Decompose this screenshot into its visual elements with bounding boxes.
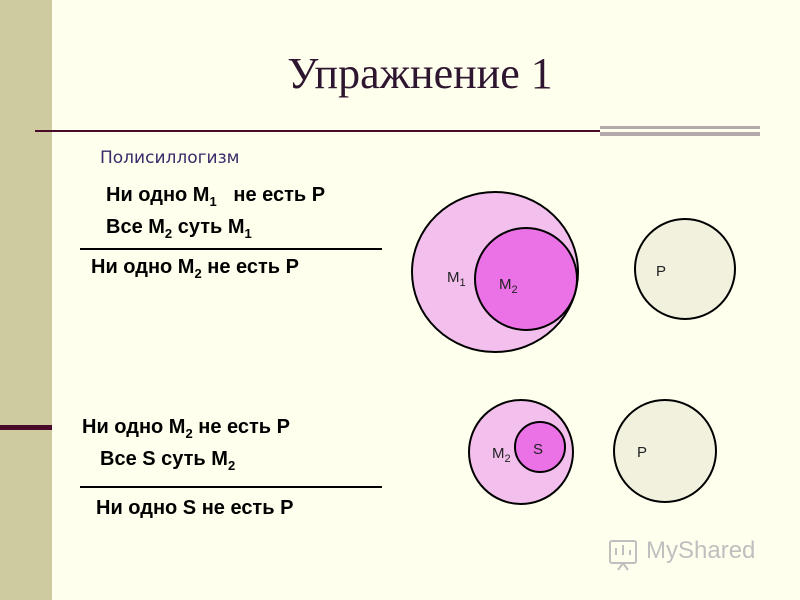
sidebar-accent-line	[0, 425, 52, 430]
slide-title: Упражнение 1	[287, 49, 553, 98]
s1-p2-sub-2: 1	[244, 226, 252, 241]
diagram-1: M1 M2 P	[411, 191, 736, 353]
s2-p2-text-a: Все S суть М	[100, 448, 228, 470]
left-sidebar-band	[0, 0, 52, 600]
label-p: P	[656, 263, 666, 280]
s1-c-sub: 2	[194, 266, 202, 281]
title-underline	[35, 130, 600, 132]
s2-conclusion-line	[80, 486, 382, 488]
circle-m2	[474, 227, 578, 331]
s1-premise-1: Ни одно М1 не есть Р	[106, 184, 325, 209]
s1-p1-text-a: Ни одно М	[106, 184, 210, 206]
circle-p-2	[613, 399, 717, 503]
title-underline-accent-gap	[600, 129, 760, 132]
s1-p2-text-a: Все М	[106, 216, 165, 238]
myshared-logo-text: MyShared	[646, 537, 756, 564]
s1-p1-text-b: не есть Р	[233, 184, 326, 206]
s1-p1-sub: 1	[209, 194, 217, 209]
myshared-logo-icon	[609, 540, 637, 571]
label-s: S	[533, 441, 543, 458]
s1-p2-text-b: суть М	[177, 216, 245, 238]
label-m2-outer: M2	[492, 445, 511, 465]
s2-premise-1: Ни одно М2 не есть Р	[82, 416, 290, 441]
label-p-2: P	[637, 444, 647, 461]
s2-p1-text-b: не есть Р	[198, 416, 290, 438]
s2-p1-sub: 2	[185, 426, 193, 441]
s1-conclusion-line	[80, 248, 382, 250]
s1-c-text-b: не есть Р	[207, 256, 299, 278]
label-m1: M1	[447, 269, 466, 289]
s1-conclusion: Ни одно М2 не есть Р	[91, 256, 299, 281]
diagram-2: M2 S P	[468, 399, 717, 505]
circle-p	[634, 218, 736, 320]
s2-p2-sub: 2	[227, 458, 236, 473]
s2-conclusion: Ни одно S не есть Р	[96, 497, 293, 520]
subtitle: Полисиллогизм	[100, 148, 240, 168]
s1-premise-2: Все М2 суть М1	[106, 216, 252, 241]
s1-c-text-a: Ни одно М	[91, 256, 195, 278]
s2-p1-text-a: Ни одно М	[82, 416, 186, 438]
s1-p2-sub-1: 2	[164, 226, 173, 241]
s2-premise-2: Все S суть М2	[100, 448, 235, 473]
label-m2: M2	[499, 276, 518, 296]
s2-c-text: Ни одно S не есть Р	[96, 497, 294, 519]
circle-s	[514, 421, 566, 473]
